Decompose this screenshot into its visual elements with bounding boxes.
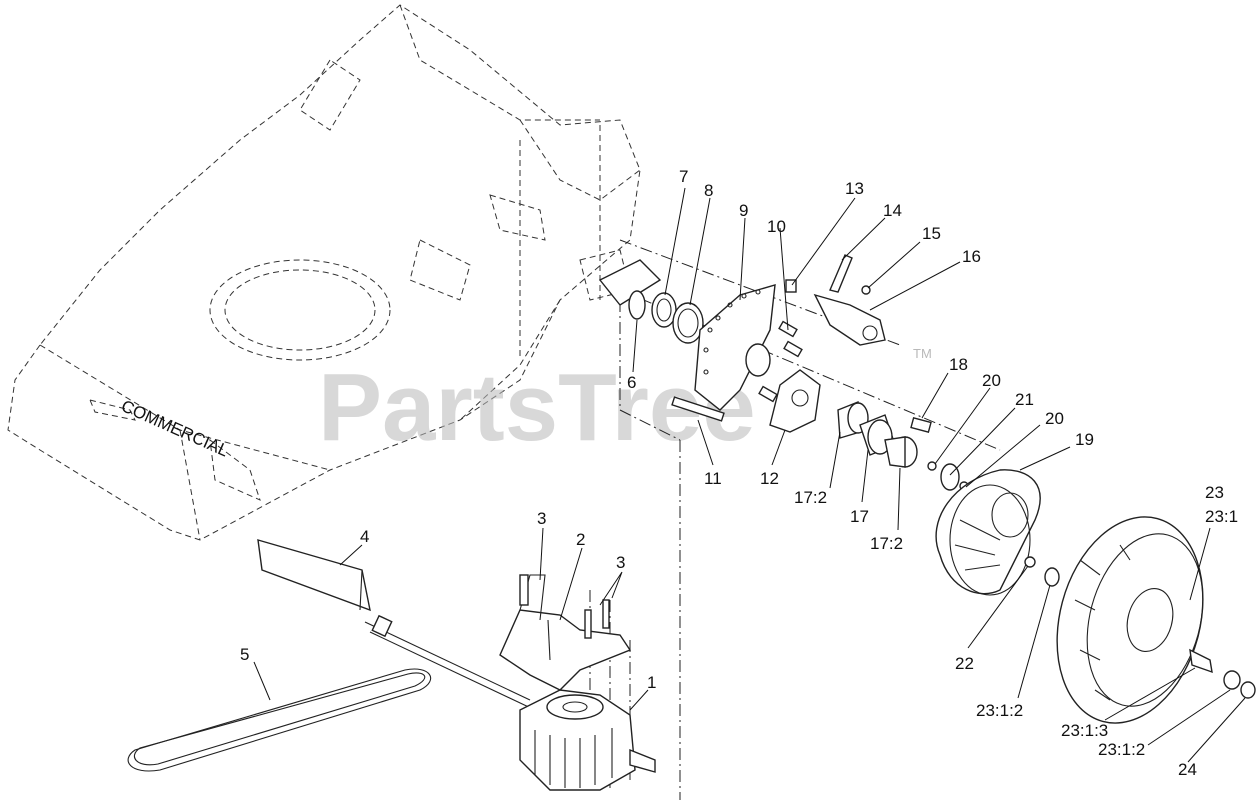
callout-23: 23 <box>1205 483 1224 502</box>
callout-7: 7 <box>679 167 688 186</box>
callout-13: 13 <box>845 179 864 198</box>
callout-1: 1 <box>647 673 656 692</box>
callout-16: 16 <box>962 247 981 266</box>
callout-20-top: 20 <box>982 371 1001 390</box>
transmission-bracket <box>499 574 632 691</box>
transmission <box>519 689 656 791</box>
callout-12: 12 <box>760 469 779 488</box>
callout-11: 11 <box>704 469 722 488</box>
callout-3-right: 3 <box>616 553 625 572</box>
callout-24: 24 <box>1178 760 1197 779</box>
callout-14: 14 <box>883 201 902 220</box>
callout-6: 6 <box>627 373 636 392</box>
callout-8: 8 <box>704 181 713 200</box>
drive-shaft <box>364 614 536 711</box>
height-adjuster-assembly <box>598 259 821 433</box>
mower-deck-housing <box>7 4 641 541</box>
callout-5: 5 <box>240 645 249 664</box>
wheel-hub-cap <box>935 469 1041 596</box>
callout-22: 22 <box>955 654 974 673</box>
callout-9: 9 <box>739 201 748 220</box>
belt-cover <box>257 539 371 612</box>
callout-19: 19 <box>1075 430 1094 449</box>
callout-17-2-left: 17:2 <box>794 488 827 507</box>
callout-23-1-3: 23:1:3 <box>1061 721 1108 740</box>
callout-17: 17 <box>850 507 869 526</box>
callout-10: 10 <box>767 217 786 236</box>
callout-17-2-right: 17:2 <box>870 534 903 553</box>
leader-lines <box>253 187 1246 763</box>
drive-belt <box>127 668 432 772</box>
callout-20-bottom: 20 <box>1045 409 1064 428</box>
callout-2: 2 <box>576 530 585 549</box>
drive-wheel <box>1024 516 1256 724</box>
callout-4: 4 <box>360 527 369 546</box>
callout-3-left: 3 <box>537 509 546 528</box>
callout-23-1: 23:1 <box>1205 507 1238 526</box>
callouts: 1 2 3 3 4 5 6 7 8 9 10 11 12 13 14 15 16… <box>240 167 1238 779</box>
deck-brand-label: COMMERCIAL <box>118 396 231 460</box>
callout-23-1-2-left: 23:1:2 <box>976 701 1023 720</box>
callout-18: 18 <box>949 355 968 374</box>
watermark-trademark: TM <box>913 346 932 361</box>
height-adjust-lever <box>785 254 886 346</box>
drive-pinion-assembly <box>837 400 969 491</box>
callout-21: 21 <box>1015 390 1034 409</box>
callout-15: 15 <box>922 224 941 243</box>
callout-23-1-2-right: 23:1:2 <box>1098 740 1145 759</box>
